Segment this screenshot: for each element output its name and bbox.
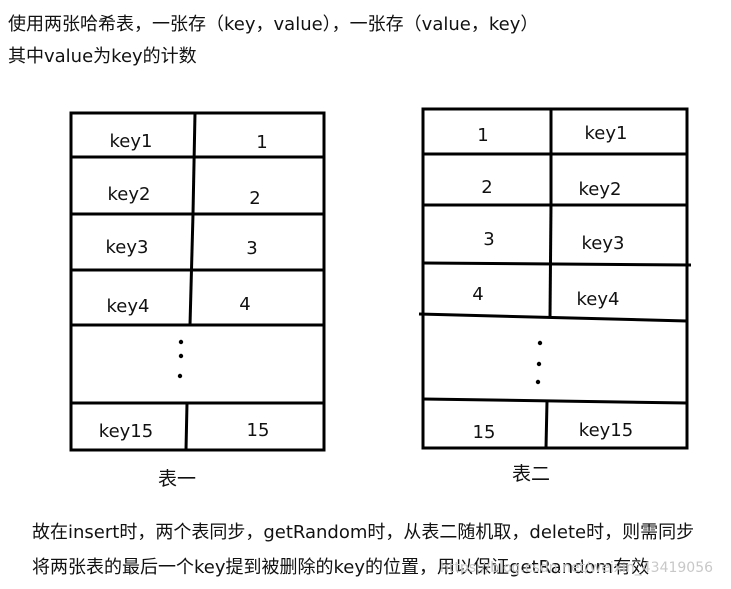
table-two-row2-key: key2 — [579, 179, 622, 200]
table-two-caption: 表二 — [512, 463, 550, 485]
table-one-row5-value: 15 — [247, 420, 270, 441]
intro-line-1: 使用两张哈希表，一张存（key，value），一张存（value，key） — [8, 14, 539, 35]
table-two-row4-value: 4 — [472, 284, 483, 305]
table-two-row5-key: key15 — [579, 420, 633, 441]
table-one-caption: 表一 — [158, 468, 196, 490]
table-two-row3-key: key3 — [582, 233, 625, 254]
table-two-row1-value: 1 — [477, 125, 488, 146]
table-one-row2-key: key2 — [108, 184, 151, 205]
table-two-border — [421, 107, 689, 450]
table-one-col-divider — [191, 112, 197, 215]
footer-line-2: 将两张表的最后一个key提到被删除的key的位置，用以保证getRandom有效 — [32, 557, 650, 578]
table-one-row2-value: 2 — [249, 188, 260, 209]
table-one-cells: key1 1 key2 2 key3 3 key4 4 key15 15 — [99, 131, 270, 442]
table-two-row1-key: key1 — [585, 123, 628, 144]
table-two — [418, 107, 692, 450]
table-two-row3-value: 3 — [483, 229, 494, 250]
table-one-row1-value: 1 — [256, 132, 267, 153]
table-two-row-divider — [422, 261, 692, 267]
table-two-row5-value: 15 — [473, 422, 496, 443]
table-one-ellipsis — [177, 339, 184, 379]
table-one-row3-value: 3 — [246, 238, 257, 259]
table-one — [69, 111, 326, 452]
table-one-row4-value: 4 — [239, 294, 250, 315]
table-two-col-divider — [548, 204, 553, 319]
table-two-col-divider — [544, 400, 549, 449]
table-two-row4-key: key4 — [577, 289, 620, 310]
table-one-row5-key: key15 — [99, 421, 153, 442]
table-two-ellipsis — [535, 340, 543, 385]
table-two-row-divider — [422, 397, 688, 405]
table-two-row-divider — [418, 312, 688, 323]
table-two-cells: 1 key1 2 key2 3 key3 4 key4 15 key15 — [472, 123, 633, 443]
table-one-border — [69, 111, 326, 452]
footer-line-1: 故在insert时，两个表同步，getRandom时，从表二随机取，delete… — [32, 522, 695, 543]
watermark: https://blog.csdn.net/weixin_43419056 — [440, 560, 714, 576]
table-one-col-divider — [184, 402, 189, 451]
table-one-row1-key: key1 — [110, 131, 153, 152]
intro-line-2: 其中value为key的计数 — [8, 46, 197, 67]
table-two-row2-value: 2 — [481, 177, 492, 198]
table-one-row3-key: key3 — [106, 237, 149, 258]
table-one-row4-key: key4 — [107, 296, 150, 317]
table-one-col-divider — [188, 213, 195, 326]
